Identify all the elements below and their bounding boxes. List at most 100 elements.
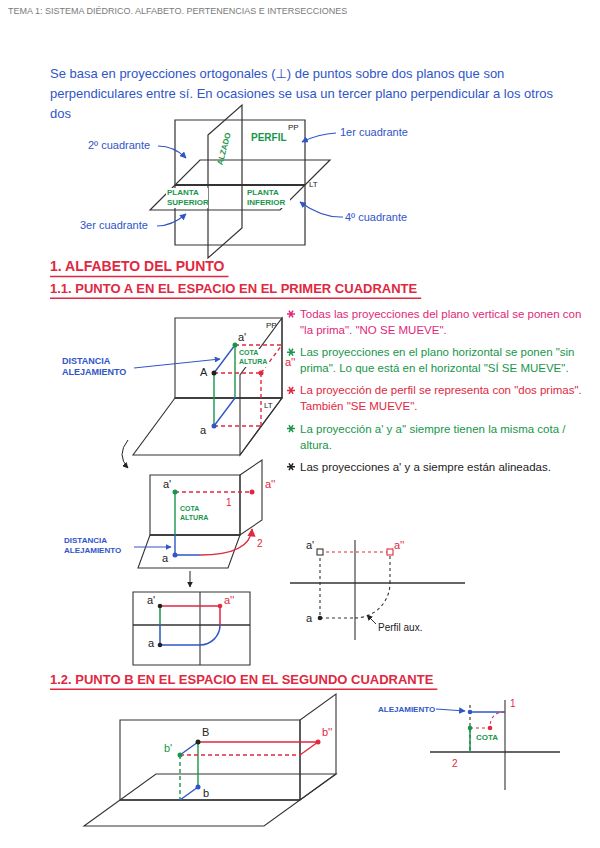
point-dots	[178, 740, 321, 790]
ground-line	[175, 184, 305, 186]
point-label: a''	[394, 539, 404, 553]
point-dot	[158, 604, 163, 609]
heading-underline	[50, 276, 229, 277]
height-line	[179, 755, 180, 800]
point-label: a'	[238, 331, 246, 345]
note-text: Las proyecciones a' y a siempre están al…	[300, 459, 585, 475]
bullet-asterisk	[287, 311, 295, 318]
callout-number: 1	[226, 497, 232, 510]
alignment-line	[319, 552, 320, 618]
note-text: La proyección a' y a'' siempre tienen la…	[300, 421, 585, 453]
sheet-frame	[133, 592, 250, 665]
dimension-label: ALEJAMIENTO	[378, 705, 435, 715]
ground-line	[120, 799, 300, 801]
profile-line	[504, 700, 505, 790]
vertical-plane	[175, 318, 282, 398]
dihedral-planes	[150, 105, 330, 258]
profile-projector	[160, 606, 220, 625]
point-dot	[196, 785, 201, 790]
point-mark	[317, 549, 323, 555]
profile-projector	[320, 551, 390, 552]
point-dot	[233, 343, 238, 348]
section-heading: 1.1. PUNTO A EN EL ESPACIO EN EL PRIMER …	[50, 281, 417, 297]
plane-label: PP	[266, 321, 277, 331]
profile-projector	[198, 742, 318, 755]
plane-label: PP	[288, 123, 299, 133]
point-b-space-view	[84, 694, 336, 826]
callout-label: Perfil aux.	[378, 622, 422, 635]
vertical-plane	[175, 120, 305, 245]
section-heading: 1.2. PUNTO B EN EL ESPACIO EN EL SEGUNDO…	[50, 672, 433, 688]
quadrant-arrows	[157, 133, 343, 226]
dimension-label: COTA ALTURA	[179, 505, 215, 523]
dimension-label: DISTANCIA ALEJAMIENTO	[64, 536, 130, 556]
profile-plane	[240, 460, 262, 535]
quadrant-arrow	[300, 202, 343, 217]
plane-label: PLANTA SUPERIOR	[166, 188, 208, 208]
quadrant-arrow	[302, 133, 336, 142]
bullet-asterisk	[287, 425, 295, 432]
callout-number: 2	[452, 758, 458, 771]
vertical-plane	[120, 720, 300, 800]
point-dot	[218, 604, 223, 609]
dimension-label: COTA	[475, 733, 499, 743]
height-line	[469, 728, 471, 752]
profile-projector	[214, 345, 282, 426]
point-label: a''	[224, 594, 234, 608]
point-dot	[318, 616, 323, 621]
horizontal-plane	[150, 160, 330, 210]
plane-label: PERFIL	[250, 132, 288, 145]
fold-arrow	[190, 571, 191, 587]
point-b-flat-view	[430, 700, 560, 790]
depth-line	[180, 742, 198, 800]
plane-label: PLANTA INFERIOR	[246, 188, 290, 208]
point-label: a	[148, 637, 154, 651]
point-label: b'	[164, 742, 172, 756]
quadrant-arrow	[157, 214, 186, 226]
text-decorations	[50, 277, 437, 690]
quadrant-label: 2º cuadrante	[88, 139, 150, 153]
height-line	[174, 492, 175, 535]
point-label: a	[200, 424, 206, 438]
heading-underline	[50, 298, 421, 299]
profile-plane	[300, 694, 336, 800]
point-a-unfold-view	[138, 460, 262, 568]
point-dots	[158, 604, 223, 648]
point-dot	[173, 490, 178, 495]
heading-underline	[50, 689, 437, 690]
point-dot	[212, 424, 217, 429]
point-dot	[488, 726, 493, 731]
depth-line	[160, 625, 220, 645]
callout-number: 1	[510, 698, 516, 711]
profile-line	[199, 592, 200, 665]
leader-arrow	[436, 709, 465, 711]
point-label: b	[203, 787, 209, 801]
point-dot	[196, 740, 201, 745]
callout-number: 2	[257, 538, 263, 551]
fold-arrow	[122, 440, 128, 468]
point-label: a	[162, 552, 168, 566]
point-label: b''	[322, 726, 332, 740]
point-label: a'	[147, 594, 155, 608]
point-b-projectors	[180, 742, 318, 800]
point-label: a'	[163, 478, 171, 492]
point-dot	[316, 740, 321, 745]
point-dot	[178, 753, 183, 758]
point-dot	[259, 371, 264, 376]
dimension-label: COTA ALTURA	[238, 349, 268, 367]
depth-line	[214, 345, 235, 426]
bullet-asterisk	[287, 463, 295, 470]
line-label: LT	[264, 401, 273, 411]
point-dots	[173, 490, 255, 558]
bullet-asterisk	[287, 349, 295, 356]
profile-plane	[240, 318, 282, 455]
profile-projector	[180, 754, 300, 755]
leader-arrow	[134, 547, 171, 548]
point-label: a	[306, 612, 312, 626]
auxiliary-profile-diagram	[290, 540, 465, 640]
horizontal-plane	[84, 774, 336, 826]
depth-line	[175, 535, 200, 555]
note-text: Todas las proyecciones del plano vertica…	[300, 306, 585, 338]
point-a-projectors	[122, 345, 282, 468]
